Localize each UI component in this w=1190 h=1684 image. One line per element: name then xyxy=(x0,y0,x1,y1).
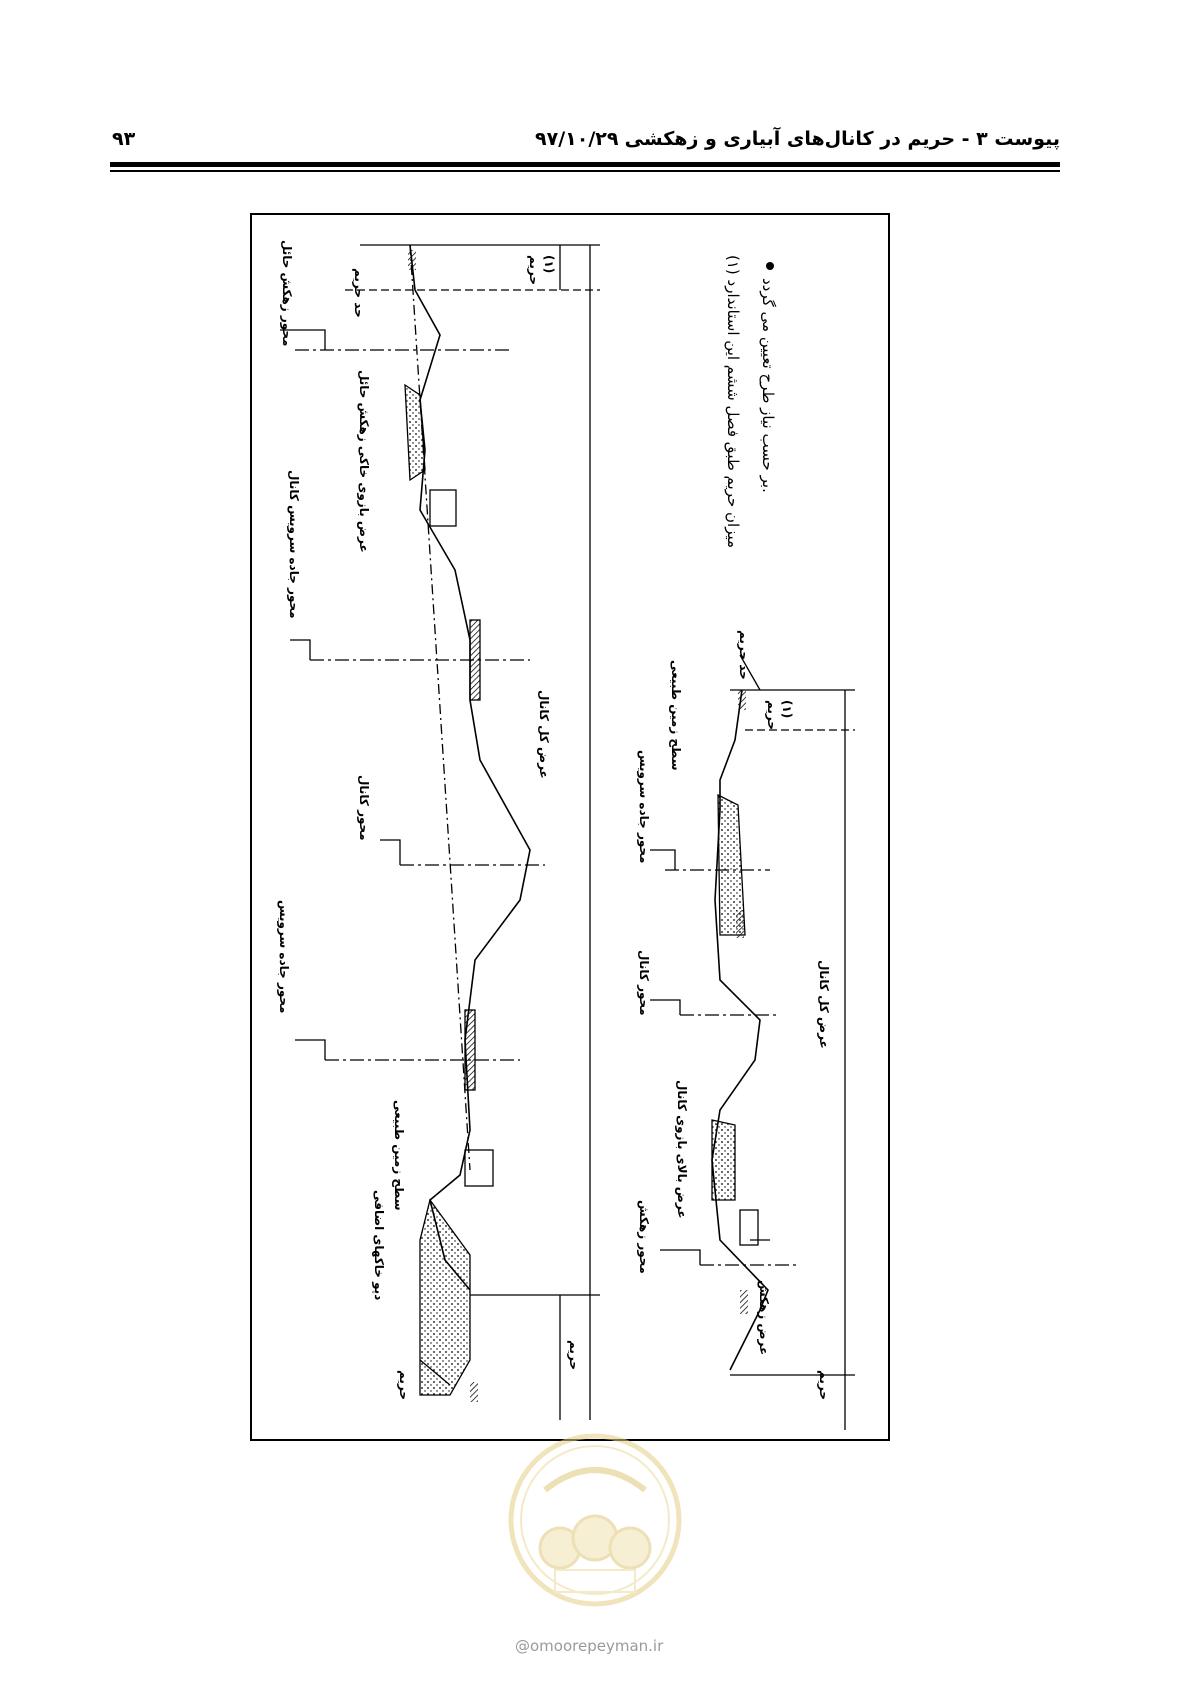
label-upper-earth-berm: عرض بازوی خاکی زهکش حائل xyxy=(356,370,371,553)
upper-spoil-pile xyxy=(419,1198,471,1396)
note-bullet xyxy=(766,262,774,270)
header-rule-thick xyxy=(110,162,1060,167)
lower-section-profile xyxy=(711,689,769,1371)
lower-section xyxy=(650,654,855,1430)
label-upper-axis-drain: محور زهکش حائل xyxy=(279,240,294,346)
label-upper-total-width: عرض کل کانال xyxy=(537,690,551,779)
upper-collector-drain xyxy=(404,383,426,482)
label-upper-spoil: دپو خاکهای اضافی xyxy=(371,1190,386,1300)
label-lower-drain-axis: محور زهکش xyxy=(636,1200,651,1274)
footer-site: @omoorepeyman.ir xyxy=(515,1637,664,1655)
lower-harim-arrow xyxy=(739,654,761,691)
label-lower-harim-left: حریم xyxy=(817,1370,831,1400)
upper-section xyxy=(280,244,600,1420)
note-2: بر حسب نیاز طرح تعیین می گردد. xyxy=(759,278,777,493)
header-date: ۹۷/۱۰/۲۹ xyxy=(535,128,619,150)
lower-service-road-fill xyxy=(717,793,746,936)
upper-box-2 xyxy=(464,1149,494,1187)
label-upper-limit-harim: حد حریم xyxy=(352,268,366,318)
upper-hatch-top xyxy=(408,250,416,270)
label-lower-total-width: عرض کل کانال xyxy=(817,960,831,1049)
upper-section-profile xyxy=(409,244,531,1291)
upper-box-1 xyxy=(429,489,457,527)
label-upper-natural-ground: سطح زمین طبیعی xyxy=(392,1100,406,1211)
label-upper-harim-right: حریم xyxy=(527,255,541,285)
label-upper-service-road-1: محور جاده سرویس کانال xyxy=(286,470,301,619)
label-upper-harim-note: (۱) xyxy=(542,255,556,273)
lower-leader-1 xyxy=(650,849,676,870)
label-lower-harim-note: (۱) xyxy=(780,700,794,718)
lower-hatch-mid xyxy=(736,910,744,938)
label-lower-drain-width: عرض زهکش xyxy=(757,1280,771,1355)
label-lower-canal-axis: محور کانال xyxy=(636,950,651,1016)
label-lower-harim-right: حریم xyxy=(765,700,779,730)
header-rule-thin xyxy=(110,170,1060,172)
lower-leader-2 xyxy=(650,999,681,1015)
lower-hatch-bottom xyxy=(740,1290,748,1314)
upper-leader-3 xyxy=(380,839,401,865)
note-1: (۱) میزان حریم طبق فصل ششم این استاندارد xyxy=(724,255,742,548)
lower-canal-berm-fill xyxy=(711,1119,736,1201)
lower-box xyxy=(739,1209,759,1246)
label-upper-service-road-2: محور جاده سرویس xyxy=(276,900,291,1013)
label-upper-harim-left: حریم xyxy=(567,1340,581,1370)
watermark-seal-icon xyxy=(508,1433,682,1607)
upper-ground-line xyxy=(409,244,471,1171)
label-lower-limit-harim: حد حریم xyxy=(737,630,751,680)
lower-hatch-top xyxy=(738,690,746,710)
label-upper-canal-axis: محور کانال xyxy=(356,775,371,841)
lower-leader-3 xyxy=(660,1249,701,1265)
upper-leader-4 xyxy=(295,1039,326,1060)
upper-leader-1 xyxy=(280,329,326,350)
upper-harim-arrow xyxy=(419,1359,451,1386)
label-lower-service-road: محور جاده سرویس xyxy=(636,750,651,863)
label-upper-harim-arrow: حریم xyxy=(397,1370,411,1400)
page-number: ۹۳ xyxy=(112,128,136,150)
upper-hatch-bottom xyxy=(470,1382,478,1402)
label-lower-natural-ground: سطح زمین طبیعی xyxy=(669,660,683,771)
label-lower-top-berm: عرض بالای بازوی کانال xyxy=(674,1080,689,1219)
header-title: پیوست ۳ - حریم در کانال‌های آبیاری و زهک… xyxy=(624,128,1060,150)
upper-road-slab-2 xyxy=(464,1009,476,1091)
upper-leader-2 xyxy=(290,639,311,660)
